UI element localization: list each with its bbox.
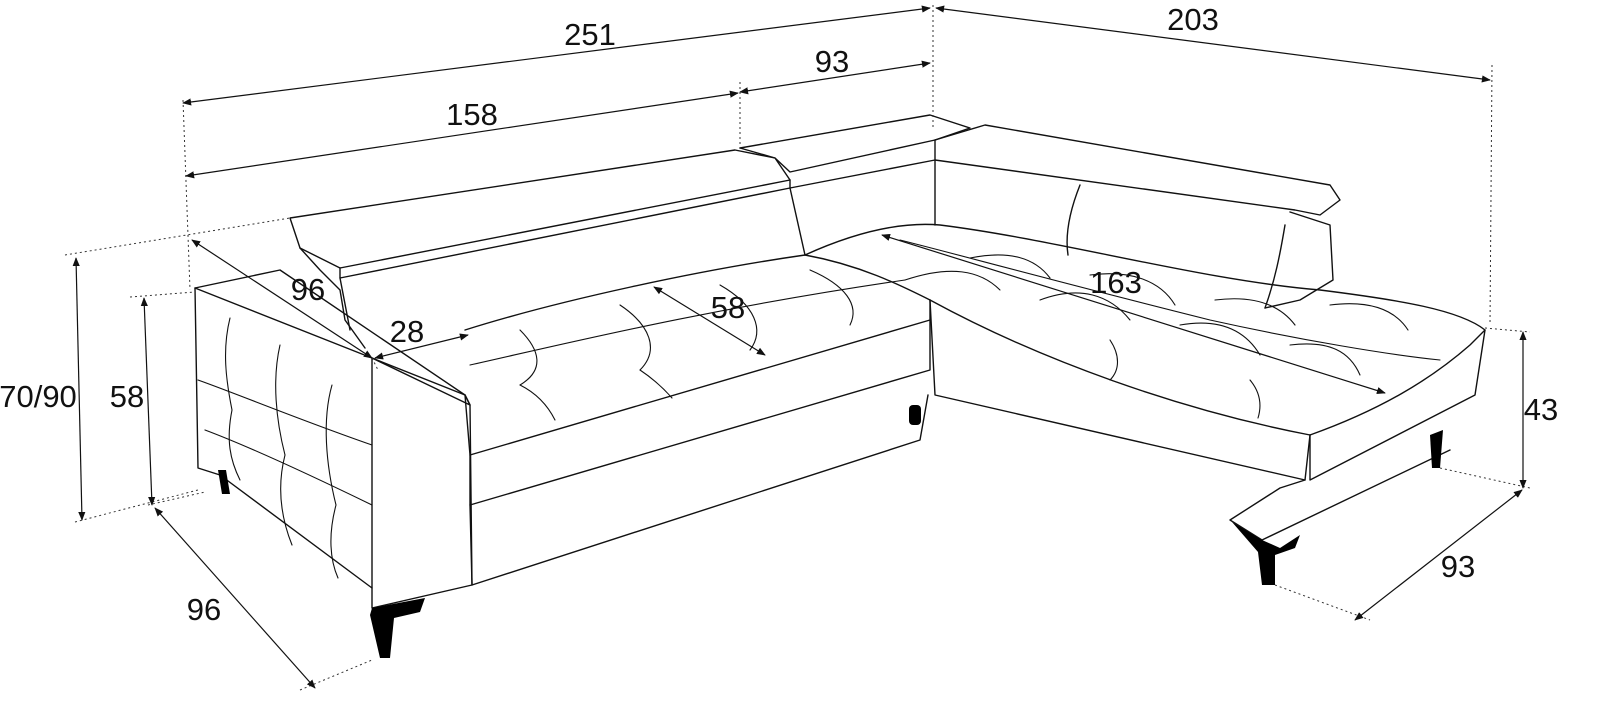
leg-center-support bbox=[909, 405, 921, 425]
label-armrest-width: 28 bbox=[390, 314, 424, 349]
left-armrest bbox=[194, 269, 473, 609]
dim-line-armrest-height bbox=[140, 297, 156, 506]
label-chaise-length: 203 bbox=[1167, 2, 1219, 37]
dim-line-chaise-width bbox=[1354, 489, 1523, 621]
label-height: 70/90 bbox=[0, 379, 77, 414]
dim-line-armrest-depth bbox=[191, 239, 373, 359]
dimension-labels: 251 203 158 93 70/90 58 43 96 96 28 58 1… bbox=[0, 2, 1558, 627]
leg-front-middle bbox=[370, 598, 425, 658]
dim-line-left-section bbox=[185, 90, 739, 179]
label-seat-depth: 58 bbox=[711, 290, 745, 325]
label-corner-section: 93 bbox=[815, 44, 849, 79]
dim-line-corner-section bbox=[739, 60, 931, 95]
dim-line-armrest-width bbox=[374, 333, 469, 360]
sofa-legs bbox=[218, 405, 1443, 658]
label-depth-left: 96 bbox=[187, 592, 221, 627]
label-armrest-depth: 96 bbox=[291, 272, 325, 307]
leg-chaise-back bbox=[1430, 430, 1443, 468]
label-left-section: 158 bbox=[446, 97, 498, 132]
dim-line-depth-left bbox=[154, 507, 316, 689]
chaise-seat bbox=[804, 223, 1486, 541]
dim-line-chaise-seat-length bbox=[881, 233, 1386, 395]
left-seat bbox=[464, 254, 931, 586]
leg-front-left bbox=[218, 470, 230, 494]
dim-line-seat-depth bbox=[653, 286, 766, 356]
label-armrest-height: 58 bbox=[110, 379, 144, 414]
label-chaise-seat-length: 163 bbox=[1090, 265, 1142, 300]
dim-line-total-width bbox=[182, 5, 931, 106]
label-seat-height: 43 bbox=[1524, 392, 1558, 427]
dim-line-height bbox=[72, 257, 86, 521]
dim-line-chaise-length bbox=[935, 5, 1491, 83]
dimension-lines bbox=[64, 5, 1531, 691]
label-total-width: 251 bbox=[564, 17, 616, 52]
sofa-drawing bbox=[194, 114, 1486, 658]
label-chaise-width: 93 bbox=[1441, 549, 1475, 584]
leg-chaise-front bbox=[1232, 522, 1300, 585]
corner-backrest bbox=[739, 114, 1341, 309]
